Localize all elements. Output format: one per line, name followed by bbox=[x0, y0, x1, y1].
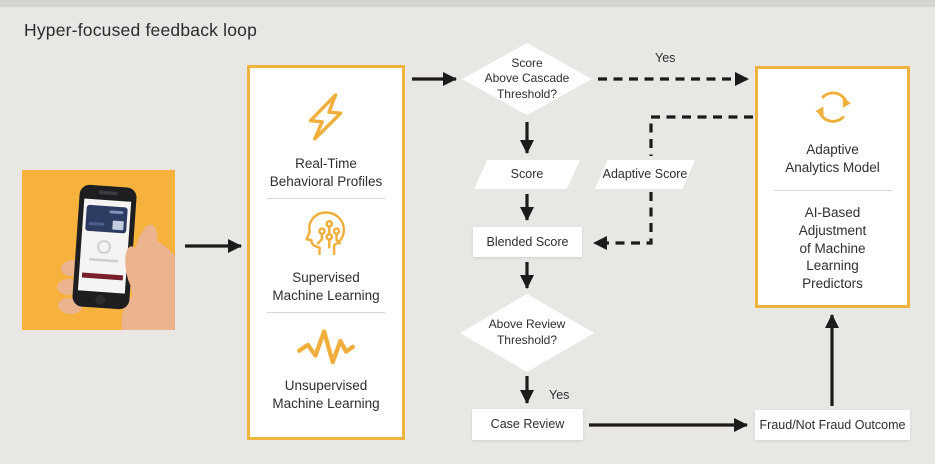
divider bbox=[773, 189, 892, 191]
panel-item-label: Supervised Machine Learning bbox=[272, 270, 380, 303]
yes-label-bottom: Yes bbox=[549, 388, 570, 402]
yes-label-top: Yes bbox=[655, 51, 676, 65]
divider bbox=[267, 312, 385, 314]
divider bbox=[267, 197, 385, 199]
diagram-title: Hyper-focused feedback loop bbox=[24, 20, 258, 40]
smartphone bbox=[72, 184, 137, 310]
thumb bbox=[125, 246, 145, 294]
hand-holding-phone-illustration bbox=[22, 170, 175, 330]
model-panel-subtitle: AI-Based Adjustment of Machine Learning … bbox=[798, 204, 867, 292]
ml-head-circuit-icon bbox=[305, 211, 346, 256]
phone-photo bbox=[22, 170, 175, 330]
dashed-arrow-adaptive-to-blended bbox=[593, 192, 653, 250]
lightning-icon bbox=[308, 93, 343, 141]
waveform-icon bbox=[296, 329, 355, 365]
panel-item-behavioral-profiles: Real-Time Behavioral Profiles bbox=[269, 90, 383, 191]
panel-item-unsupervised-ml: Unsupervised Machine Learning bbox=[272, 320, 380, 413]
panel-item-label: Real-Time Behavioral Profiles bbox=[269, 156, 383, 189]
refresh-cycle-icon bbox=[814, 91, 851, 123]
blended-score-node: Blended Score bbox=[473, 227, 582, 257]
adaptive-score-node: Adaptive Score bbox=[595, 160, 695, 189]
decision-cascade-threshold: Score Above Cascade Threshold? bbox=[462, 43, 592, 115]
panel-item-label: Unsupervised Machine Learning bbox=[272, 378, 380, 412]
score-node: Score bbox=[474, 160, 580, 189]
model-panel-title: Adaptive Analytics Model bbox=[785, 142, 880, 176]
fraud-outcome-node: Fraud/Not Fraud Outcome bbox=[755, 410, 910, 440]
dashed-line-model-to-adaptive-score bbox=[649, 115, 753, 156]
panel-item-supervised-ml: Supervised Machine Learning bbox=[272, 206, 380, 305]
adaptive-model-panel: Adaptive Analytics Model AI-Based Adjust… bbox=[755, 66, 910, 308]
inputs-panel: Real-Time Behavioral Profiles Supervised… bbox=[247, 65, 405, 440]
case-review-node: Case Review bbox=[472, 409, 583, 440]
decision-review-threshold: Above Review Threshold? bbox=[460, 294, 594, 372]
top-band bbox=[0, 0, 935, 7]
